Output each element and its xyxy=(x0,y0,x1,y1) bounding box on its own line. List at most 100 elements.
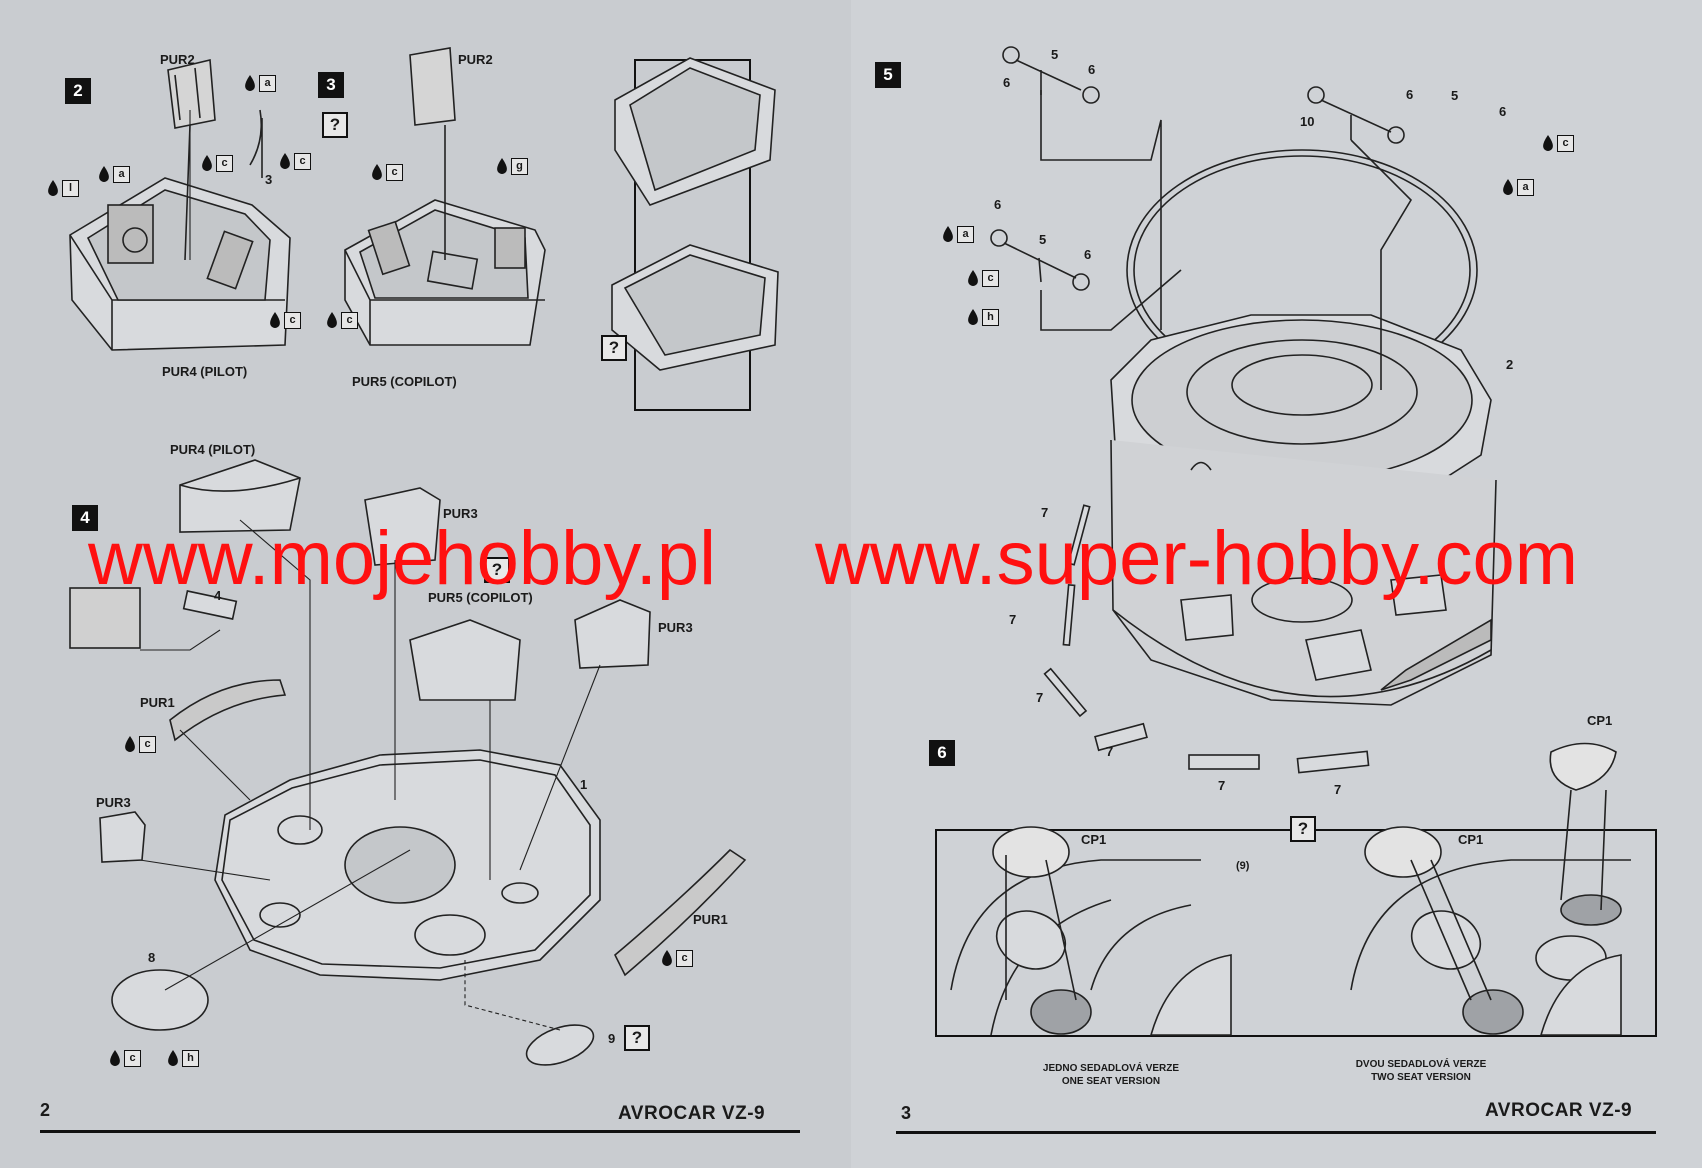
two-seat-version-caption: DVOU SEDADLOVÁ VERZE TWO SEAT VERSION xyxy=(1326,1058,1516,1084)
paint-drop-icon xyxy=(268,311,283,329)
part-label: 6 xyxy=(1088,62,1096,77)
paint-code: c xyxy=(278,151,311,171)
watermark-right: www.super-hobby.com xyxy=(815,516,1579,601)
part-label: 6 xyxy=(1084,247,1092,262)
step-6-badge: 6 xyxy=(929,740,955,766)
lower-hull-drawing xyxy=(1110,439,1497,706)
paint-code: l xyxy=(46,178,79,198)
step-4-badge: 4 xyxy=(72,505,98,531)
part-label: 7 xyxy=(1041,505,1049,520)
part-label: 4 xyxy=(214,588,222,603)
right-page: 5 6 5 6 6 6 10 6 5 6 6 5 6 2 7 7 7 7 7 7… xyxy=(851,0,1702,1168)
part-label: 5 xyxy=(1039,232,1047,247)
part-label: 6 xyxy=(994,197,1002,212)
part-label: PUR3 xyxy=(443,506,478,521)
version-czech: DVOU SEDADLOVÁ VERZE xyxy=(1355,1059,1487,1070)
part-label: 6 xyxy=(1003,75,1011,90)
paint-code: c xyxy=(1541,133,1574,153)
step-2-badge: 2 xyxy=(65,78,91,104)
part-label: 2 xyxy=(1506,357,1514,372)
optional-question-box: ? xyxy=(601,335,627,361)
part-label: 5 xyxy=(1451,88,1459,103)
one-seat-version-caption: JEDNO SEDADLOVÁ VERZE ONE SEAT VERSION xyxy=(1021,1062,1201,1088)
paint-code: a xyxy=(243,73,276,93)
part-label: 7 xyxy=(1218,778,1226,793)
page-number: 3 xyxy=(901,1103,912,1123)
paint-drop-icon xyxy=(200,154,215,172)
watermark-left: www.mojehobby.pl xyxy=(88,516,717,601)
part-label: 8 xyxy=(148,950,156,965)
paint-code: c xyxy=(325,310,358,330)
paint-drop-icon xyxy=(1501,178,1516,196)
paint-code: c xyxy=(123,734,156,754)
part-label: PUR1 xyxy=(140,695,175,710)
part-label: (9) xyxy=(1236,860,1250,872)
paint-drop-icon xyxy=(370,163,385,181)
copilot-tub-drawing xyxy=(344,47,546,346)
part-label: PUR5 (COPILOT) xyxy=(352,374,457,389)
part-label: 6 xyxy=(1499,104,1507,119)
paint-code: a xyxy=(941,224,974,244)
optional-question-box: ? xyxy=(484,557,510,583)
paint-code: c xyxy=(268,310,301,330)
paint-drop-icon xyxy=(166,1049,181,1067)
part-label: PUR2 xyxy=(458,52,493,67)
paint-code: c xyxy=(200,153,233,173)
paint-drop-icon xyxy=(660,949,675,967)
paint-code: c xyxy=(108,1048,141,1068)
part-label: 7 xyxy=(1106,744,1114,759)
part-label: 1 xyxy=(580,777,588,792)
paint-drop-icon xyxy=(97,165,112,183)
part-label: PUR4 (PILOT) xyxy=(162,364,248,379)
paint-drop-icon xyxy=(278,152,293,170)
step-5-badge: 5 xyxy=(875,62,901,88)
paint-drop-icon xyxy=(325,311,340,329)
right-page-drawings xyxy=(935,46,1657,1037)
paint-code: h xyxy=(166,1048,199,1068)
part-label: PUR2 xyxy=(160,52,195,67)
step-3-badge: 3 xyxy=(318,72,344,98)
part-label: CP1 xyxy=(1458,832,1484,847)
seat-blocks-drawing xyxy=(69,459,651,863)
footer-title: AVROCAR VZ-9 xyxy=(618,1103,766,1124)
paint-code: c xyxy=(660,948,693,968)
part-label: PUR4 (PILOT) xyxy=(170,442,256,457)
footer-rule xyxy=(896,1131,1656,1134)
reference-tubs-drawing xyxy=(611,57,779,411)
part-label: 7 xyxy=(1009,612,1017,627)
part-label: 10 xyxy=(1300,114,1315,129)
footer-title: AVROCAR VZ-9 xyxy=(1485,1100,1633,1121)
part-label: PUR1 xyxy=(693,912,728,927)
paint-code: c xyxy=(966,268,999,288)
paint-code: a xyxy=(97,164,130,184)
paint-code: c xyxy=(370,162,403,182)
part-label: CP1 xyxy=(1587,713,1613,728)
paint-code: a xyxy=(1501,177,1534,197)
optional-question-box: ? xyxy=(322,112,348,138)
part-label: PUR3 xyxy=(96,795,131,810)
part-label: 5 xyxy=(1051,47,1059,62)
part-label: PUR3 xyxy=(658,620,693,635)
left-page: 2 3 4 PUR2 3 PUR4 (PILOT) PUR2 PUR5 (COP… xyxy=(40,47,800,1133)
optional-question-box: ? xyxy=(1290,816,1316,842)
left-page-drawings xyxy=(69,47,779,1066)
paint-drop-icon xyxy=(46,179,61,197)
page-number: 2 xyxy=(40,1100,51,1120)
struts-drawing xyxy=(990,46,1413,390)
paint-drop-icon xyxy=(495,157,510,175)
paint-code: g xyxy=(495,156,528,176)
part-label: 9 xyxy=(608,1031,616,1046)
floor-disk-drawing xyxy=(111,679,747,1066)
paint-drop-icon xyxy=(966,308,981,326)
part-label: 3 xyxy=(265,172,273,187)
version-english: ONE SEAT VERSION xyxy=(1061,1076,1161,1087)
part-label: CP1 xyxy=(1081,832,1107,847)
optional-question-box: ? xyxy=(624,1025,650,1051)
part-label: PUR5 (COPILOT) xyxy=(428,590,533,605)
paint-drop-icon xyxy=(243,74,258,92)
version-english: TWO SEAT VERSION xyxy=(1371,1072,1471,1083)
side-strips-drawing xyxy=(1043,504,1370,774)
paint-drop-icon xyxy=(108,1049,123,1067)
paint-drop-icon xyxy=(966,269,981,287)
part-label: 7 xyxy=(1036,690,1044,705)
